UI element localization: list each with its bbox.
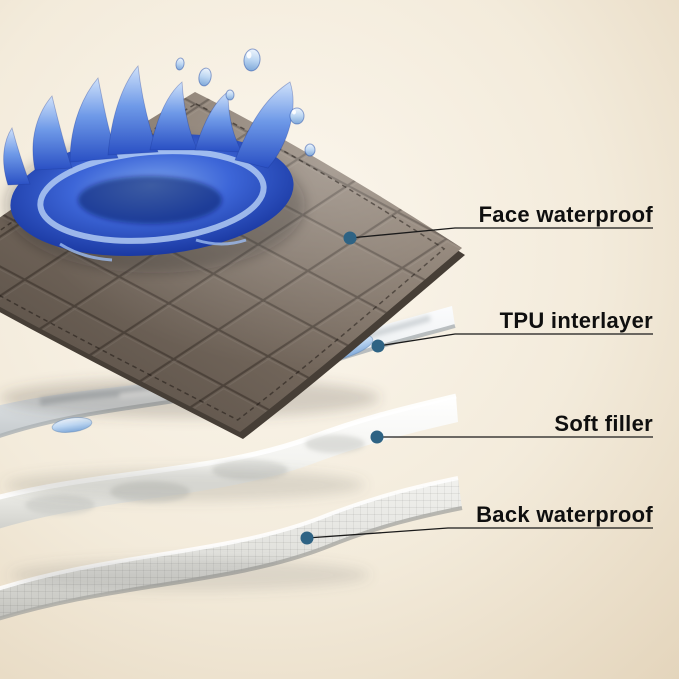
label-soft-filler: Soft filler — [554, 411, 653, 436]
layer-shadow — [5, 469, 365, 501]
callout-tpu-interlayer — [371, 333, 653, 353]
callout-line — [377, 333, 653, 347]
callout-dot — [343, 231, 357, 245]
callout-dot — [370, 430, 384, 444]
callout-back-waterproof — [300, 527, 653, 545]
callouts — [300, 227, 653, 545]
callout-soft-filler — [370, 430, 653, 444]
layer-shadow — [10, 559, 370, 591]
label-back-waterproof: Back waterproof — [476, 502, 653, 527]
stitch-border — [0, 102, 446, 421]
label-face-waterproof: Face waterproof — [478, 202, 653, 227]
callout-face-waterproof — [343, 227, 653, 245]
callout-dot — [371, 339, 385, 353]
water-splash — [3, 48, 316, 273]
callout-line — [306, 527, 653, 539]
callout-dot — [300, 531, 314, 545]
callout-line — [349, 227, 653, 239]
label-tpu-interlayer: TPU interlayer — [499, 308, 653, 333]
